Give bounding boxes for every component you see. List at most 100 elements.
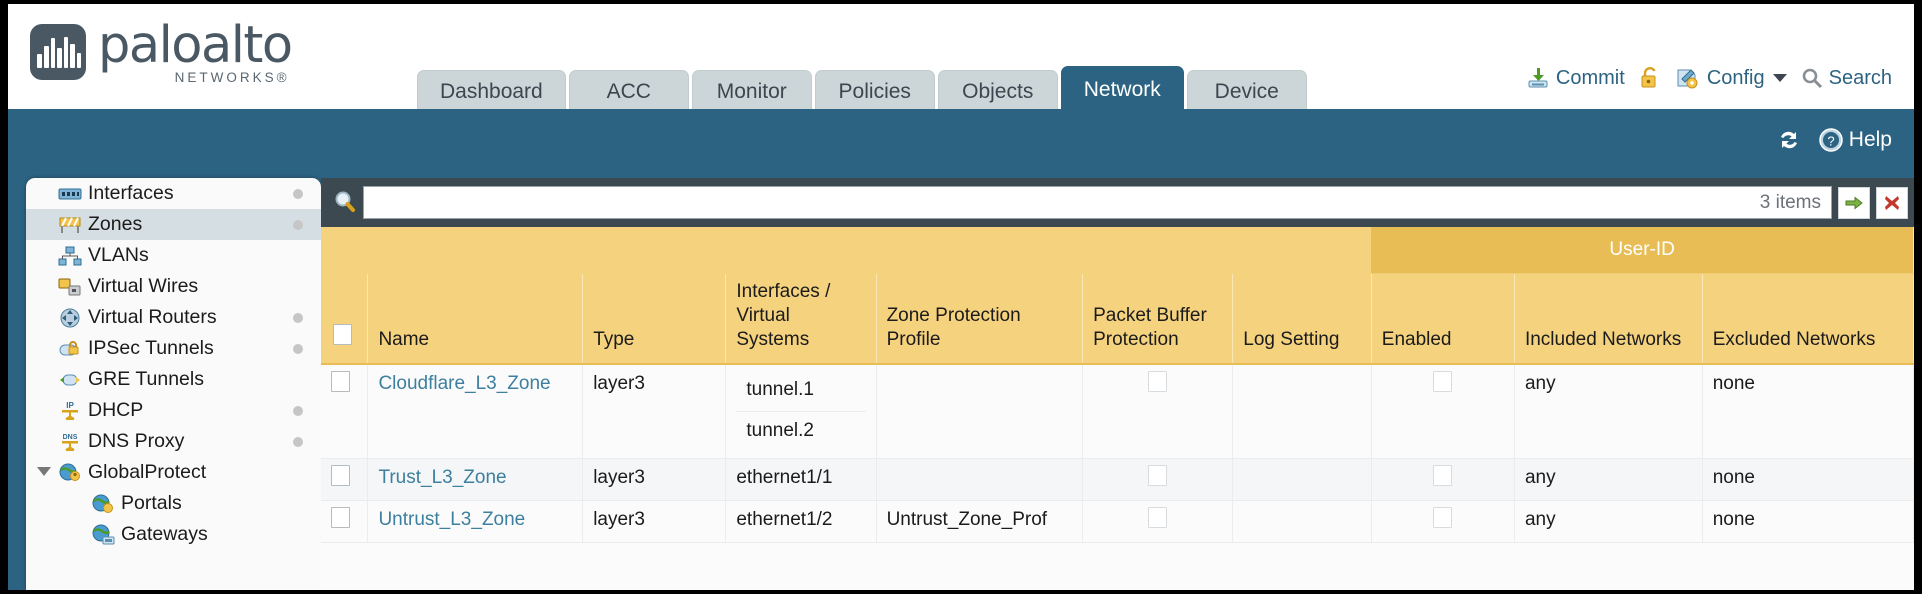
select-all-checkbox[interactable] [333,323,352,345]
sidebar-item-portals[interactable]: Portals [26,488,321,519]
brand-logo[interactable]: paloalto NETWORKS® [30,20,293,86]
apply-filter-button[interactable] [1838,186,1870,219]
col-header-enabled[interactable]: Enabled [1371,273,1515,365]
packet-buffer-checkbox[interactable] [1148,370,1168,392]
cell-packet-buffer-protection[interactable] [1082,458,1234,501]
sidebar-item-virtual-routers[interactable]: Virtual Routers [26,302,321,333]
table-row[interactable]: Trust_L3_Zone layer3 ethernet1/1 any non… [321,458,1914,501]
cell-name[interactable]: Untrust_L3_Zone [367,500,584,543]
tab-device[interactable]: Device [1186,70,1307,112]
col-header-log-setting[interactable]: Log Setting [1232,273,1372,365]
virtual-routers-icon [57,307,82,329]
row-checkbox[interactable] [331,506,350,528]
group-header-spacer [321,227,1372,274]
sidebar-status-dot [293,437,303,447]
help-button[interactable]: ? Help [1818,127,1892,153]
tab-objects[interactable]: Objects [937,70,1058,112]
sidebar-item-zones[interactable]: Zones [26,209,321,240]
sidebar-item-virtual-wires[interactable]: Virtual Wires [26,271,321,302]
config-button[interactable]: Config [1675,66,1787,90]
refresh-icon[interactable] [1776,127,1802,153]
zones-table-wrapper: User-ID Name Type Interfaces / Virtual S… [321,227,1914,590]
top-bar: paloalto NETWORKS® Dashboard ACC Monitor… [8,4,1914,112]
red-x-icon [1885,195,1899,210]
zone-name-link[interactable]: Untrust_L3_Zone [378,508,526,530]
interfaces-icon [57,183,82,205]
sidebar-item-globalprotect[interactable]: GlobalProtect [26,457,321,488]
sidebar-item-interfaces[interactable]: Interfaces [26,178,321,209]
cell-zone-protection-profile: Untrust_Zone_Prof [876,500,1084,543]
cell-userid-enabled[interactable] [1371,363,1515,459]
sidebar-item-label: VLANs [88,244,149,266]
main-nav-tabs[interactable]: Dashboard ACC Monitor Policies Objects N… [417,66,1307,112]
packet-buffer-checkbox[interactable] [1148,506,1168,528]
tab-monitor[interactable]: Monitor [691,70,812,112]
zones-icon [57,214,82,236]
tab-dashboard[interactable]: Dashboard [417,70,566,112]
sidebar-item-dns-proxy[interactable]: DNS DNS Proxy [26,426,321,457]
lock-button[interactable] [1639,66,1661,90]
tab-policies[interactable]: Policies [814,70,935,112]
row-checkbox[interactable] [331,464,350,486]
sidebar-item-vlans[interactable]: VLANs [26,240,321,271]
magnifier-icon [1802,68,1822,89]
search-button[interactable]: Search [1801,67,1892,90]
userid-enabled-checkbox[interactable] [1433,370,1453,392]
col-header-zone-protection-profile[interactable]: Zone Protection Profile [876,273,1084,365]
col-header-packet-buffer-protection[interactable]: Packet Buffer Protection [1082,273,1234,365]
search-filter-icon[interactable] [329,186,363,220]
cell-zone-protection-profile [876,458,1084,501]
cell-name[interactable]: Trust_L3_Zone [367,458,584,501]
search-input[interactable]: 3 items [363,186,1832,219]
zone-name-link[interactable]: Cloudflare_L3_Zone [378,372,551,394]
sidebar-status-dot [293,220,303,230]
col-header-interfaces[interactable]: Interfaces / Virtual Systems [725,273,877,365]
tab-network[interactable]: Network [1060,66,1184,112]
col-header-type[interactable]: Type [582,273,727,365]
search-label: Search [1828,66,1892,89]
commit-button[interactable]: Commit [1526,66,1625,90]
cell-packet-buffer-protection[interactable] [1082,363,1234,459]
sidebar-status-dot [293,189,303,199]
row-select-cell[interactable] [321,500,369,543]
sidebar-item-ipsec-tunnels[interactable]: IPSec Tunnels [26,333,321,364]
select-all-header[interactable] [321,273,369,365]
row-select-cell[interactable] [321,363,369,459]
expander-triangle-icon[interactable] [37,467,51,476]
svg-text:IP: IP [66,401,74,410]
zone-name-link[interactable]: Trust_L3_Zone [378,466,507,488]
cell-packet-buffer-protection[interactable] [1082,500,1234,543]
sidebar-item-gateways[interactable]: Gateways [26,519,321,550]
userid-enabled-checkbox[interactable] [1433,464,1453,486]
sidebar-status-dot [293,313,303,323]
cell-type: layer3 [582,363,727,459]
brand-text: paloalto NETWORKS® [98,20,293,86]
blue-sub-header: ? Help [8,109,1914,178]
table-row[interactable]: Untrust_L3_Zone layer3 ethernet1/2 Untru… [321,500,1914,543]
dns-proxy-icon: DNS [57,431,82,453]
table-header-row: Name Type Interfaces / Virtual Systems Z… [321,273,1914,365]
row-select-cell[interactable] [321,458,369,501]
tab-acc[interactable]: ACC [568,70,689,112]
cell-userid-enabled[interactable] [1371,500,1515,543]
packet-buffer-checkbox[interactable] [1148,464,1168,486]
cell-log-setting [1232,458,1372,501]
col-header-excluded-networks[interactable]: Excluded Networks [1702,273,1914,365]
table-row[interactable]: Cloudflare_L3_Zone layer3 tunnel.1 tunne… [321,363,1914,459]
userid-enabled-checkbox[interactable] [1433,506,1453,528]
row-checkbox[interactable] [331,370,350,392]
clear-filter-button[interactable] [1876,186,1908,219]
interface-entry: tunnel.2 [746,419,814,441]
col-header-name[interactable]: Name [367,273,584,365]
cell-userid-enabled[interactable] [1371,458,1515,501]
main-panel: 3 items [321,178,1914,590]
cell-interfaces: tunnel.1 tunnel.2 [725,363,877,459]
chevron-down-icon[interactable] [1772,74,1787,82]
sidebar-item-dhcp[interactable]: IP DHCP [26,395,321,426]
sidebar-item-gre-tunnels[interactable]: GRE Tunnels [26,364,321,395]
sidebar-item-label: Interfaces [88,182,174,204]
sidebar-item-label: Zones [88,213,143,235]
cell-name[interactable]: Cloudflare_L3_Zone [367,363,584,459]
col-header-included-networks[interactable]: Included Networks [1514,273,1703,365]
sidebar-item-label: Gateways [121,523,208,545]
